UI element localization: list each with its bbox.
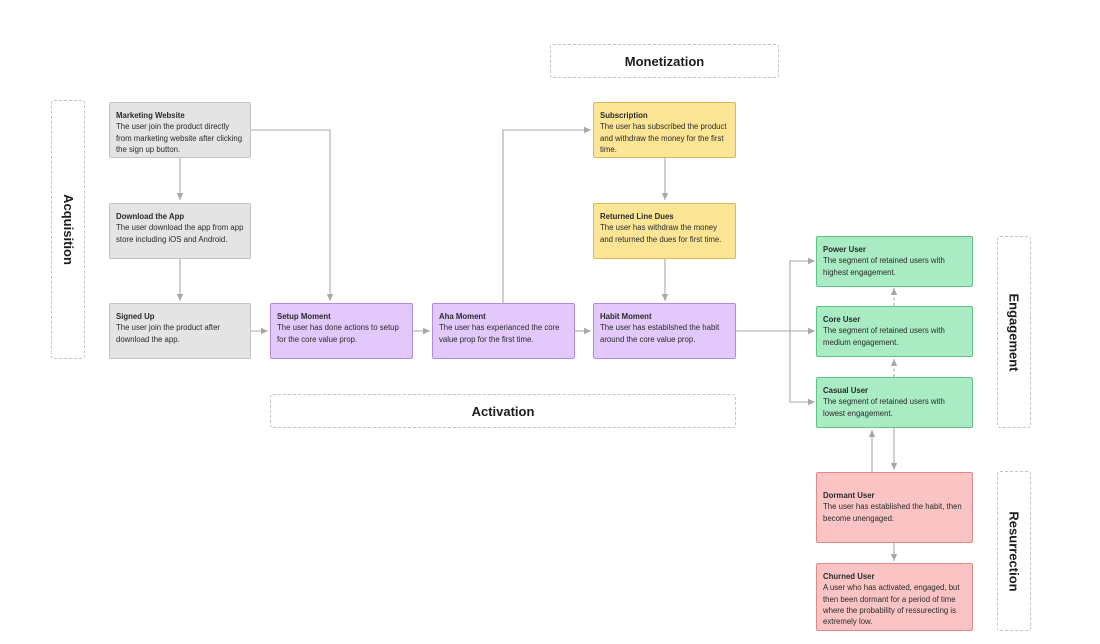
node-description: The segment of retained users with highe… bbox=[823, 256, 945, 277]
node-casual-user: Casual User The segment of retained user… bbox=[816, 377, 973, 428]
node-title: Signed Up bbox=[116, 312, 155, 321]
node-subscription: Subscription The user has subscribed the… bbox=[593, 102, 736, 158]
node-description: The user has subscribed the product and … bbox=[600, 122, 727, 154]
node-title: Casual User bbox=[823, 386, 869, 395]
node-description: The user join the product after download… bbox=[116, 323, 221, 344]
node-title: Core User bbox=[823, 315, 861, 324]
node-title: Power User bbox=[823, 245, 866, 254]
stage-monetization-label: Monetization bbox=[624, 53, 705, 69]
node-download-the-app: Download the App The user download the a… bbox=[109, 203, 251, 259]
node-core-user: Core User The segment of retained users … bbox=[816, 306, 973, 357]
node-dormant-user: Dormant User The user has established th… bbox=[816, 472, 973, 543]
connector-habit-to-casual bbox=[789, 331, 815, 406]
node-churned-user: Churned User A user who has activated, e… bbox=[816, 563, 973, 631]
node-title: Subscription bbox=[600, 111, 648, 120]
node-description: The user has experianced the core value … bbox=[439, 323, 560, 344]
stage-activation-label: Activation bbox=[471, 403, 535, 419]
node-description: The user has established the habit, then… bbox=[823, 502, 962, 523]
node-title: Returned Line Dues bbox=[600, 212, 674, 221]
node-description: A user who has activated, engaged, but t… bbox=[823, 583, 960, 627]
node-title: Download the App bbox=[116, 212, 185, 221]
node-title: Habit Moment bbox=[600, 312, 652, 321]
node-signed-up: Signed Up The user join the product afte… bbox=[109, 303, 251, 359]
stage-acquisition-label: Acquisition bbox=[60, 194, 76, 265]
node-title: Marketing Website bbox=[116, 111, 185, 120]
node-description: The user download the app from app store… bbox=[116, 223, 244, 244]
connector-marketing-to-setup bbox=[251, 129, 334, 301]
node-power-user: Power User The segment of retained users… bbox=[816, 236, 973, 287]
node-description: The user join the product directly from … bbox=[116, 122, 243, 154]
node-description: The user has done actions to setup for t… bbox=[277, 323, 399, 344]
node-description: The user has withdraw the money and retu… bbox=[600, 223, 722, 244]
node-description: The segment of retained users with lowes… bbox=[823, 397, 945, 418]
connector-habit-to-power bbox=[789, 257, 815, 331]
node-title: Churned User bbox=[823, 572, 875, 581]
stage-monetization: Monetization bbox=[550, 44, 779, 78]
stage-acquisition: Acquisition bbox=[51, 100, 85, 359]
stage-resurrection: Resurrection bbox=[997, 471, 1031, 631]
node-aha-moment: Aha Moment The user has experianced the … bbox=[432, 303, 575, 359]
node-title: Aha Moment bbox=[439, 312, 486, 321]
stage-engagement: Engagement bbox=[997, 236, 1031, 428]
stage-activation: Activation bbox=[270, 394, 736, 428]
node-title: Setup Moment bbox=[277, 312, 331, 321]
node-habit-moment: Habit Moment The user has estabilshed th… bbox=[593, 303, 736, 359]
node-description: The segment of retained users with mediu… bbox=[823, 326, 945, 347]
node-marketing-website: Marketing Website The user join the prod… bbox=[109, 102, 251, 158]
connector-aha-to-subscription bbox=[502, 126, 591, 303]
node-setup-moment: Setup Moment The user has done actions t… bbox=[270, 303, 413, 359]
stage-engagement-label: Engagement bbox=[1006, 292, 1022, 372]
node-description: The user has estabilshed the habit aroun… bbox=[600, 323, 720, 344]
node-returned-line-dues: Returned Line Dues The user has withdraw… bbox=[593, 203, 736, 259]
node-title: Dormant User bbox=[823, 491, 875, 500]
stage-resurrection-label: Resurrection bbox=[1006, 510, 1022, 592]
